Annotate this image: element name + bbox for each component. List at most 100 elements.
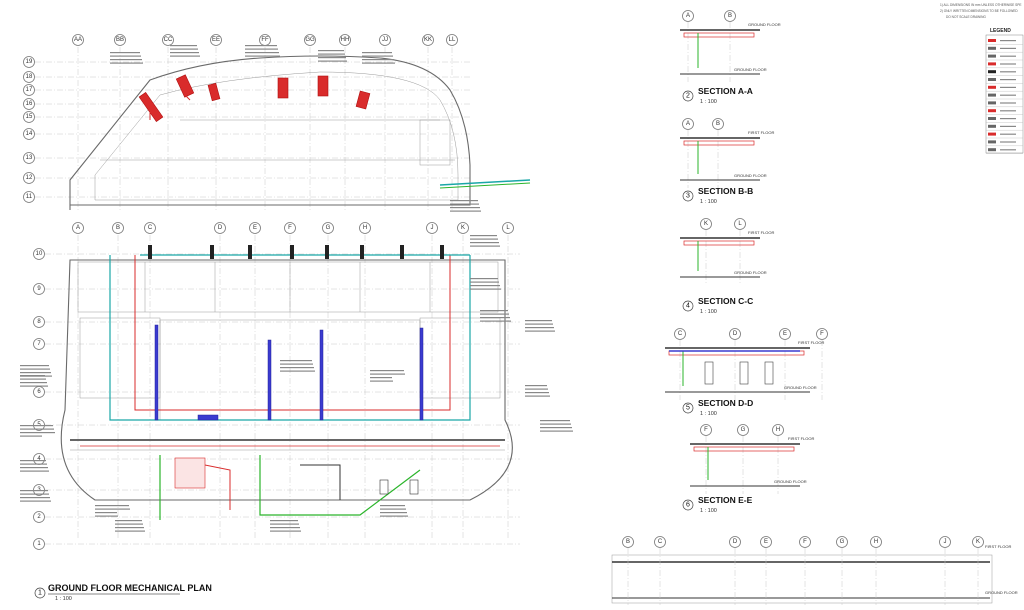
section-6-number: 6 <box>686 502 690 509</box>
long-section-grid-b: B <box>622 536 634 548</box>
grid-bubble-h: H <box>359 222 371 234</box>
svg-text:JJ: JJ <box>382 37 388 43</box>
section-4-bottom-level: GROUND FLOOR <box>734 270 767 275</box>
note-line-2: 2) ONLY WRITTEN DIMENSIONS TO BE FOLLOWE… <box>940 9 1018 13</box>
svg-text:9: 9 <box>37 286 41 292</box>
grid-bubble-row-8: 8 <box>33 316 45 328</box>
grid-bubble-row-10: 10 <box>33 248 45 260</box>
svg-text:12: 12 <box>26 175 33 181</box>
svg-text:17: 17 <box>26 87 33 93</box>
long-section-grid-c: C <box>654 536 666 548</box>
svg-text:C: C <box>658 539 663 545</box>
svg-text:4: 4 <box>37 456 41 462</box>
grid-bubble-jj: JJ <box>379 34 391 46</box>
section-2-number: 2 <box>686 93 690 100</box>
svg-text:16: 16 <box>26 101 33 107</box>
legend-title: LEGEND <box>990 28 1011 34</box>
grid-bubble-j: J <box>426 222 438 234</box>
upper-building-outline <box>69 55 471 210</box>
svg-text:19: 19 <box>26 59 33 65</box>
grid-bubble-a: A <box>72 222 84 234</box>
svg-text:CC: CC <box>164 37 173 43</box>
svg-text:HH: HH <box>341 37 350 43</box>
plan-title: GROUND FLOOR MECHANICAL PLAN <box>48 583 212 593</box>
section-5-number: 5 <box>686 405 690 412</box>
long-section-grid-d: D <box>729 536 741 548</box>
svg-text:L: L <box>506 225 510 231</box>
section-6-number-bubble <box>682 499 694 511</box>
plan-scale: 1 : 100 <box>55 596 72 602</box>
section-3-title: SECTION B-B <box>698 186 753 196</box>
grid-bubble-row-1: 1 <box>33 538 45 550</box>
section-2-grid-b: B <box>724 10 736 22</box>
svg-text:AA: AA <box>74 37 82 43</box>
grid-bubble-e: E <box>249 222 261 234</box>
exhaust-branches <box>154 324 424 421</box>
svg-text:F: F <box>820 331 824 337</box>
section-4-grid-k: K <box>700 218 712 230</box>
svg-text:E: E <box>764 539 768 545</box>
section-6-grid-f: F <box>700 424 712 436</box>
section-4-scale: 1 : 100 <box>700 309 717 315</box>
plan-title-block: 1 GROUND FLOOR MECHANICAL PLAN 1 : 100 <box>34 583 212 602</box>
svg-text:D: D <box>733 539 738 545</box>
grid-bubble-row-11: 11 <box>23 191 35 203</box>
grid-bubble-bb: BB <box>114 34 126 46</box>
section-5-scale: 1 : 100 <box>700 411 717 417</box>
svg-text:18: 18 <box>26 74 33 80</box>
svg-text:EE: EE <box>212 37 220 43</box>
grid-bubble-row-18: 18 <box>23 71 35 83</box>
grid-bubble-ff: FF <box>259 34 271 46</box>
section-3-number: 3 <box>686 193 690 200</box>
grid-bubble-row-13: 13 <box>23 152 35 164</box>
svg-text:F: F <box>288 225 292 231</box>
grid-bubble-row-14: 14 <box>23 128 35 140</box>
section-6-scale: 1 : 100 <box>700 508 717 514</box>
svg-text:B: B <box>716 121 720 127</box>
upper-supply-grilles <box>138 74 371 122</box>
grid-bubble-row-17: 17 <box>23 84 35 96</box>
grid-bubble-kk: KK <box>422 34 434 46</box>
svg-text:E: E <box>253 225 257 231</box>
grid-bubble-row-15: 15 <box>23 111 35 123</box>
section-5-bottom-level: GROUND FLOOR <box>784 385 817 390</box>
section-6-bottom-level: GROUND FLOOR <box>774 479 807 484</box>
svg-text:GG: GG <box>305 37 315 43</box>
section-3-grid-a: A <box>682 118 694 130</box>
section-3-top-level: FIRST FLOOR <box>748 130 774 135</box>
grid-bubble-row-12: 12 <box>23 172 35 184</box>
svg-text:KK: KK <box>424 37 432 43</box>
section-2-scale: 1 : 100 <box>700 99 717 105</box>
equipment-ahu <box>174 457 419 495</box>
svg-text:A: A <box>686 121 690 127</box>
section-5-grid-e: E <box>779 328 791 340</box>
section-2-number-bubble <box>682 90 694 102</box>
section-6-grid-g: G <box>737 424 749 436</box>
svg-text:F: F <box>803 539 807 545</box>
grid-bubble-k: K <box>457 222 469 234</box>
section-3-number-bubble <box>682 190 694 202</box>
general-notes: 1) ALL DIMENSIONS IN mm UNLESS OTHERWISE… <box>940 3 1021 19</box>
svg-text:G: G <box>326 225 331 231</box>
section-2-title: SECTION A-A <box>698 86 753 96</box>
section-4-grid-l: L <box>734 218 746 230</box>
section-5-title: SECTION D-D <box>698 398 753 408</box>
ground-building-outline <box>60 259 513 501</box>
long-section-grid-k: K <box>972 536 984 548</box>
grid-bubble-ee: EE <box>210 34 222 46</box>
grid-bubble-d: D <box>214 222 226 234</box>
svg-text:J: J <box>431 225 434 231</box>
svg-text:K: K <box>976 539 980 545</box>
long-section-grid-h: H <box>870 536 882 548</box>
long-section-grid-e: E <box>760 536 772 548</box>
grid-bubble-row-7: 7 <box>33 338 45 350</box>
svg-text:H: H <box>363 225 367 231</box>
section-5-grid-f: F <box>816 328 828 340</box>
grid-bubble-hh: HH <box>339 34 351 46</box>
plan-number: 1 <box>38 590 42 597</box>
svg-text:10: 10 <box>36 251 43 257</box>
annotation-notes <box>20 45 573 532</box>
